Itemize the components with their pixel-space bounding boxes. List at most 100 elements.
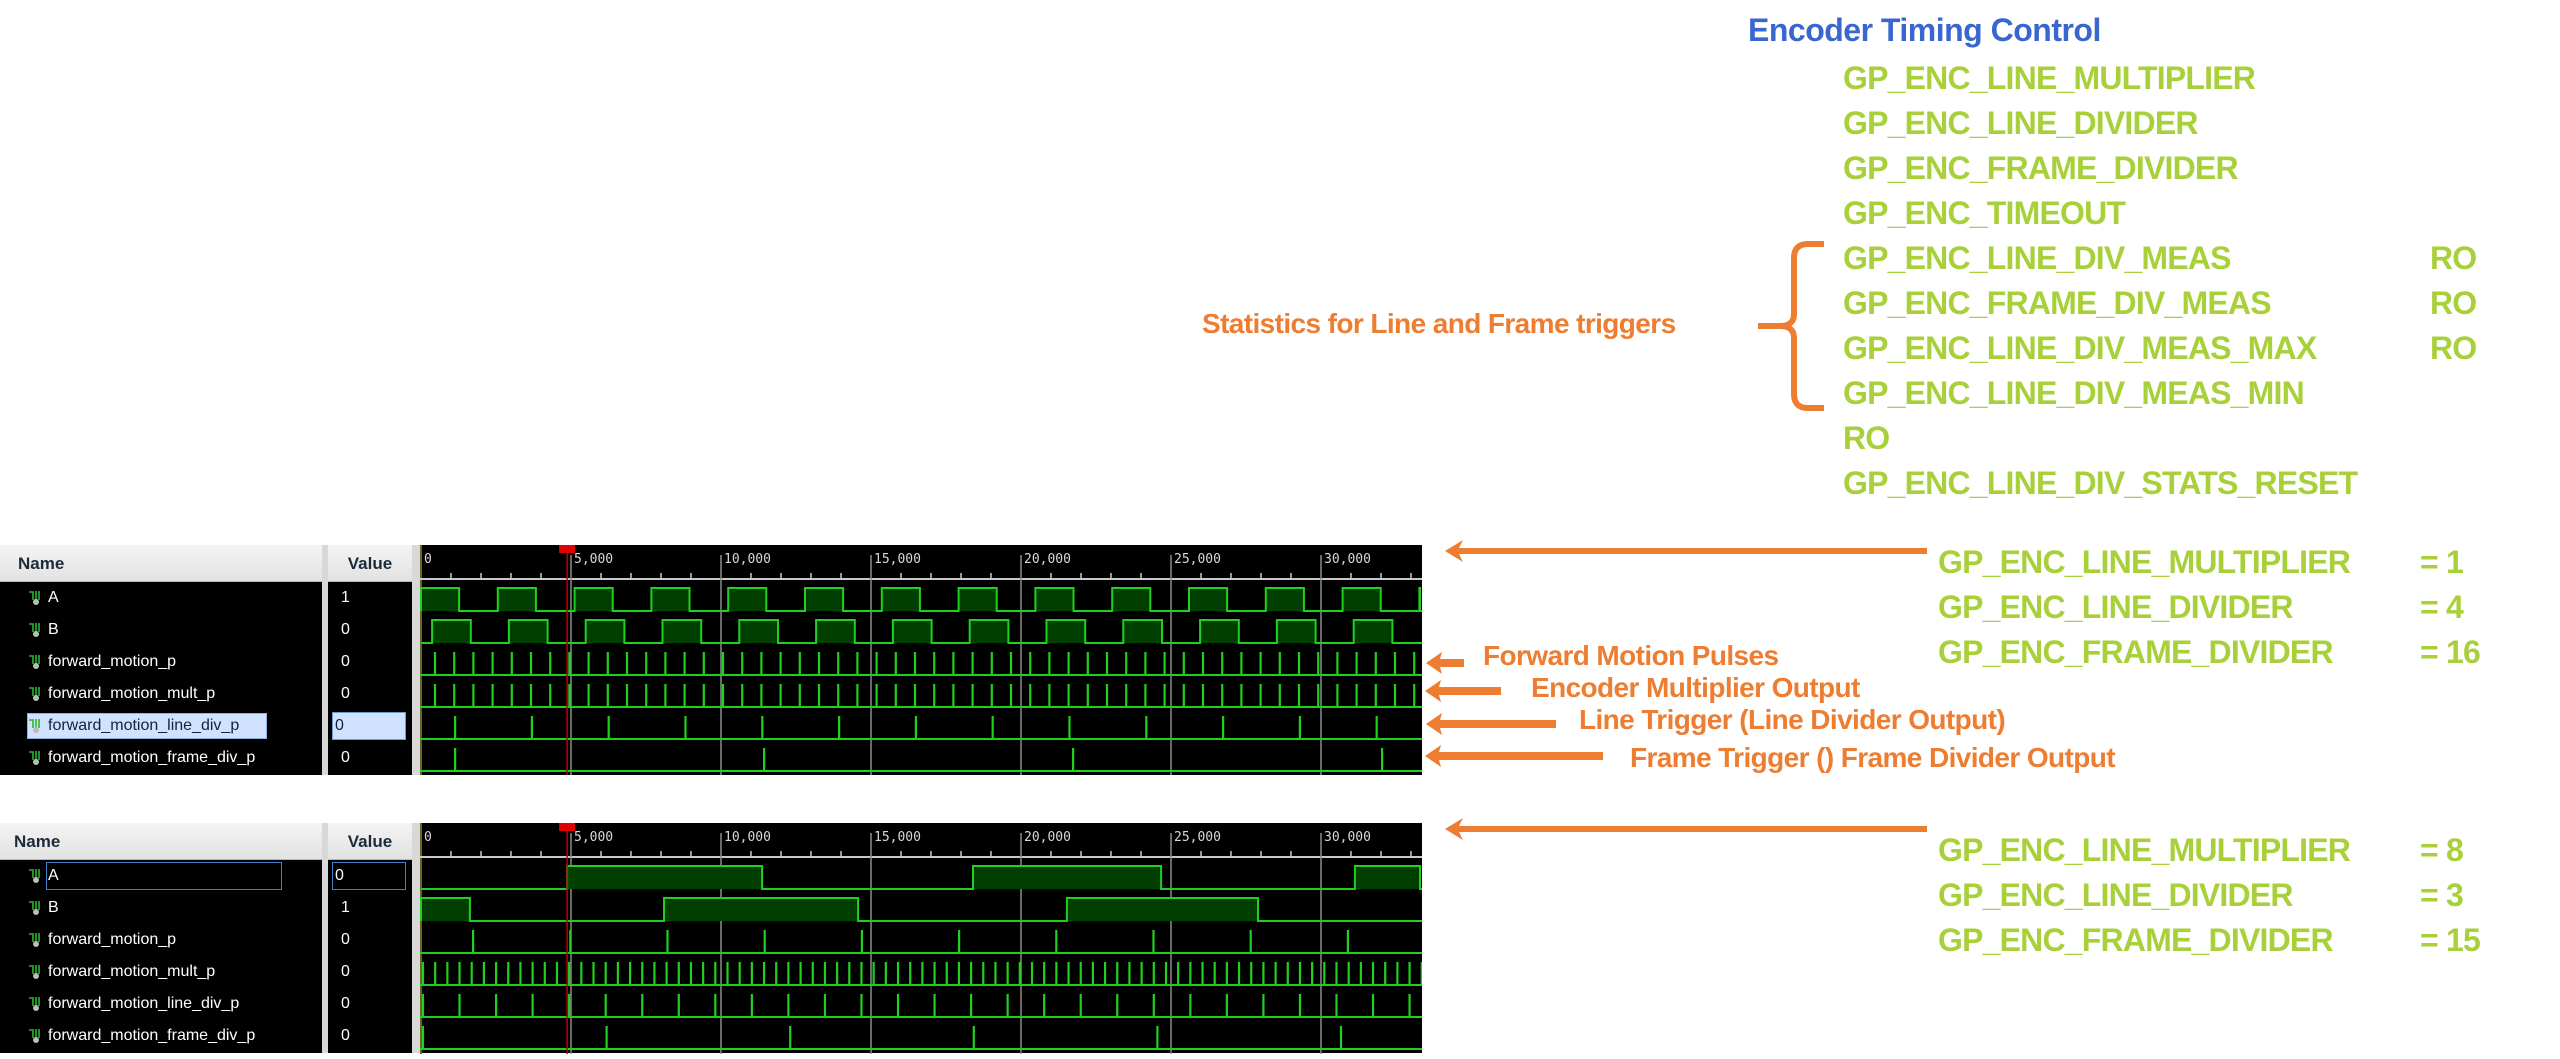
setting-value: = 15 bbox=[2420, 922, 2481, 958]
signal-name: forward_motion_frame_div_p bbox=[48, 749, 256, 766]
wave-trace bbox=[421, 865, 1422, 890]
signal-row[interactable]: forward_motion_line_div_p bbox=[0, 710, 322, 742]
register-access: RO bbox=[2430, 240, 2477, 276]
wave-high-fill bbox=[1342, 588, 1381, 611]
signal-name: forward_motion_p bbox=[48, 931, 177, 948]
signal-row[interactable]: forward_motion_frame_div_p bbox=[0, 742, 322, 774]
signal-value: 1 bbox=[341, 589, 350, 606]
arrow-left-icon bbox=[1426, 713, 1556, 735]
signal-value-cell[interactable]: 0 bbox=[328, 678, 412, 710]
signal-wire-icon bbox=[29, 687, 40, 701]
signal-value: 0 bbox=[341, 1027, 350, 1044]
wave-high-fill bbox=[497, 588, 536, 611]
signal-value-cell[interactable]: 1 bbox=[328, 892, 412, 924]
signal-wire-icon bbox=[29, 751, 40, 765]
wave-high-fill bbox=[662, 620, 702, 643]
register-name: GP_ENC_LINE_DIV_MEAS bbox=[1843, 240, 2231, 276]
signal-wire-icon bbox=[29, 933, 40, 947]
register-name: GP_ENC_TIMEOUT bbox=[1843, 195, 2126, 231]
signal-name: B bbox=[48, 899, 59, 916]
selection-highlight bbox=[27, 713, 267, 739]
setting-name: GP_ENC_FRAME_DIVIDER bbox=[1938, 634, 2334, 670]
column-divider[interactable] bbox=[322, 545, 328, 775]
signal-value-cell[interactable]: 0 bbox=[328, 988, 412, 1020]
signal-name: forward_motion_line_div_p bbox=[48, 995, 240, 1012]
signal-value-cell[interactable]: 0 bbox=[328, 742, 412, 774]
register-item: GP_ENC_LINE_DIV_MEAS_MIN bbox=[1843, 371, 2357, 416]
wave-high-fill bbox=[805, 588, 844, 611]
column-divider[interactable] bbox=[322, 823, 328, 1053]
time-tick-label: 5,000 bbox=[574, 552, 613, 567]
wave-high-fill bbox=[1353, 620, 1393, 643]
wave-high-fill bbox=[664, 898, 859, 921]
waveform-A bbox=[420, 587, 1422, 612]
name-column-header[interactable]: Name bbox=[0, 545, 322, 582]
wave-high-fill bbox=[1046, 620, 1086, 643]
signal-row[interactable]: B bbox=[0, 614, 322, 646]
setting-row: GP_ENC_FRAME_DIVIDER= 15 bbox=[1938, 918, 2481, 963]
signal-row[interactable]: forward_motion_p bbox=[0, 646, 322, 678]
waveform-forward-motion-frame-div-p bbox=[420, 748, 1422, 772]
column-divider[interactable] bbox=[412, 823, 420, 1053]
signal-row[interactable]: B bbox=[0, 892, 322, 924]
register-access: RO bbox=[2430, 285, 2477, 321]
register-item: GP_ENC_LINE_DIV_MEAS RO bbox=[1843, 236, 2477, 281]
register-name: GP_ENC_FRAME_DIV_MEAS bbox=[1843, 285, 2272, 321]
curly-brace-icon bbox=[1758, 241, 1824, 411]
selection-highlight bbox=[332, 862, 406, 890]
signal-row[interactable]: forward_motion_frame_div_p bbox=[0, 1020, 322, 1052]
time-cursor-handle[interactable] bbox=[559, 545, 576, 553]
signal-value-cell[interactable]: 0 bbox=[328, 710, 412, 742]
setting-value: = 3 bbox=[2420, 877, 2464, 913]
waveform-forward-motion-mult-p bbox=[420, 684, 1422, 708]
time-tick-label: 25,000 bbox=[1174, 830, 1221, 845]
selection-highlight bbox=[332, 712, 406, 740]
waveform-A bbox=[421, 865, 1422, 890]
signal-row[interactable]: forward_motion_mult_p bbox=[0, 956, 322, 988]
signal-row[interactable]: A bbox=[0, 582, 322, 614]
signal-wire-icon bbox=[29, 965, 40, 979]
value-column-header[interactable]: Value bbox=[328, 823, 412, 860]
signal-row[interactable]: A bbox=[0, 860, 322, 892]
wave-high-fill bbox=[973, 866, 1162, 889]
waveform-forward-motion-frame-div-p bbox=[420, 1026, 1422, 1050]
register-name: GP_ENC_LINE_DIV_MEAS_MAX bbox=[1843, 330, 2317, 366]
signal-row[interactable]: forward_motion_line_div_p bbox=[0, 988, 322, 1020]
waveform-forward-motion-mult-p bbox=[420, 962, 1423, 986]
signal-value-cell[interactable]: 0 bbox=[328, 956, 412, 988]
value-column-header[interactable]: Value bbox=[328, 545, 412, 582]
wave-high-fill bbox=[574, 588, 613, 611]
time-tick-label: 5,000 bbox=[574, 830, 613, 845]
signal-value-cell[interactable]: 1 bbox=[328, 582, 412, 614]
wave-high-fill bbox=[421, 588, 460, 611]
time-tick-label: 10,000 bbox=[724, 830, 771, 845]
wave-trace bbox=[421, 619, 1422, 644]
waveform-forward-motion-line-div-p bbox=[420, 994, 1422, 1018]
signal-wire-icon bbox=[29, 1029, 40, 1043]
signal-value-cell[interactable]: 0 bbox=[328, 614, 412, 646]
signal-name: forward_motion_frame_div_p bbox=[48, 1027, 256, 1044]
signal-value: 0 bbox=[341, 749, 350, 766]
setting-row: GP_ENC_LINE_MULTIPLIER= 8 bbox=[1938, 828, 2464, 873]
register-name: GP_ENC_LINE_MULTIPLIER bbox=[1843, 60, 2256, 96]
signal-row[interactable]: forward_motion_p bbox=[0, 924, 322, 956]
signal-value-cell[interactable]: 0 bbox=[328, 924, 412, 956]
register-name: GP_ENC_LINE_DIV_MEAS_MIN bbox=[1843, 375, 2305, 411]
name-column-header[interactable]: Name bbox=[0, 823, 322, 860]
register-list: GP_ENC_LINE_MULTIPLIER GP_ENC_LINE_DIVID… bbox=[1843, 56, 2477, 506]
column-divider[interactable] bbox=[412, 545, 420, 775]
signal-value-cell[interactable]: 0 bbox=[328, 646, 412, 678]
signal-value: 0 bbox=[341, 685, 350, 702]
signal-row[interactable]: forward_motion_mult_p bbox=[0, 678, 322, 710]
wave-trace bbox=[420, 587, 1422, 612]
time-cursor-handle[interactable] bbox=[559, 823, 576, 831]
signal-value-cell[interactable]: 0 bbox=[328, 1020, 412, 1052]
signal-wire-icon bbox=[29, 591, 40, 605]
waveform-B bbox=[420, 897, 1422, 922]
signal-value-cell[interactable]: 0 bbox=[328, 860, 412, 892]
